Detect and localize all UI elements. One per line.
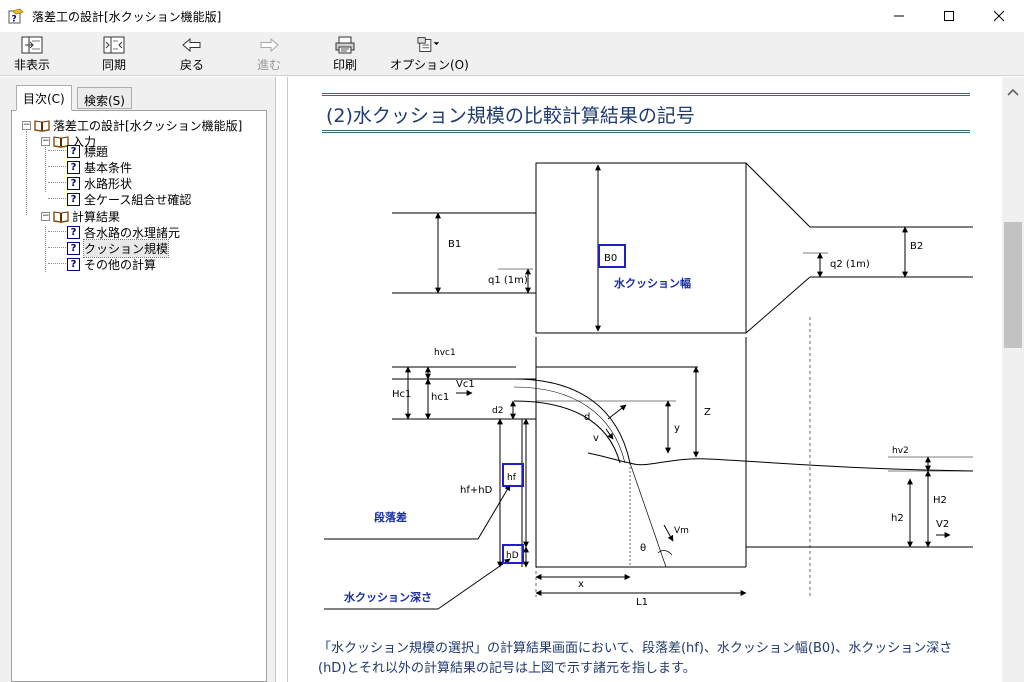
- hide-pane-icon: [20, 35, 44, 54]
- help-page-icon: ?: [67, 257, 80, 271]
- content-scrollbar[interactable]: [1002, 77, 1024, 682]
- open-book-icon: [34, 119, 50, 132]
- caption-cushion-depth: 水クッション深さ: [344, 590, 432, 604]
- content-pane: (2)水クッション規模の比較計算結果の記号 B1 B2 B: [287, 77, 1002, 682]
- heading-rule-top: [322, 93, 970, 96]
- options-menu-icon: [417, 35, 441, 54]
- hf-highlight-box: [502, 463, 524, 487]
- forward-arrow-icon: [257, 35, 281, 54]
- tree-node-root[interactable]: − 落差工の設計[水クッション機能版]: [22, 118, 243, 133]
- close-icon: [993, 10, 1005, 22]
- close-button[interactable]: [974, 0, 1024, 32]
- navigation-pane: 目次(C) 検索(S) − 落差工の設計[水クッション機能版] − 入力: [0, 77, 276, 682]
- label-d: d: [584, 412, 590, 423]
- label-H2: H2: [933, 495, 947, 506]
- collapse-icon[interactable]: −: [22, 119, 31, 130]
- help-page-icon: ?: [67, 176, 80, 190]
- tree-item-hydraulics[interactable]: ? 各水路の水理諸元: [67, 224, 180, 240]
- tree-item-title[interactable]: ? 標題: [67, 143, 108, 159]
- scroll-up-icon[interactable]: [1002, 87, 1024, 103]
- label-Vm: Vm: [674, 526, 689, 536]
- page-heading: (2)水クッション規模の比較計算結果の記号: [326, 105, 695, 127]
- help-page-icon: ?: [67, 160, 80, 174]
- tab-contents[interactable]: 目次(C): [16, 85, 72, 111]
- scroll-thumb[interactable]: [1004, 222, 1022, 348]
- minimize-button[interactable]: [874, 0, 924, 32]
- back-button[interactable]: 戻る: [180, 35, 204, 73]
- label-hvc1: hvc1: [434, 348, 456, 358]
- tree-item-channel-shape[interactable]: ? 水路形状: [67, 175, 132, 191]
- drop-structure-diagram: B1 B2 B0 q1 (1m) q2 (1m) 水クッション幅: [324, 162, 974, 610]
- section-view: [324, 317, 974, 610]
- label-v: v: [593, 433, 599, 444]
- label-hv2: hv2: [892, 446, 909, 456]
- label-b1: B1: [448, 239, 461, 250]
- label-q1: q1 (1m): [488, 275, 528, 286]
- hd-highlight-box: [502, 544, 524, 564]
- label-z: Z: [704, 407, 711, 418]
- help-page-icon: ?: [67, 225, 80, 239]
- help-app-icon: ?: [8, 8, 24, 25]
- window-title: 落差工の設計[水クッション機能版]: [32, 9, 222, 24]
- maximize-button[interactable]: [924, 0, 974, 32]
- label-b2: B2: [910, 241, 923, 252]
- open-book-icon: [53, 135, 69, 148]
- label-hf-hd: hf+hD: [460, 485, 493, 496]
- print-button[interactable]: 印刷: [333, 35, 357, 73]
- label-y: y: [674, 423, 680, 434]
- label-hc1: hc1: [431, 392, 449, 403]
- collapse-icon[interactable]: −: [41, 210, 50, 221]
- svg-text:?: ?: [12, 15, 17, 25]
- collapse-icon[interactable]: −: [41, 135, 50, 146]
- plan-view: [392, 162, 973, 334]
- open-book-icon: [53, 210, 69, 223]
- label-q2: q2 (1m): [830, 259, 870, 270]
- label-theta: θ: [640, 543, 646, 554]
- description-paragraph: 「水クッション規模の選択」の計算結果画面において、段落差(hf)、水クッション幅…: [318, 641, 953, 676]
- caption-drop-height: 段落差: [374, 510, 407, 524]
- hide-button[interactable]: 非表示: [14, 35, 50, 73]
- label-Hc1: Hc1: [392, 389, 411, 400]
- toolbar: 非表示 同期 戻る 進む 印刷 オプション(O): [0, 32, 1024, 76]
- label-L1: L1: [636, 597, 648, 608]
- contents-tree: − 落差工の設計[水クッション機能版] − 入力 ? 標題 ? 基本条件 ? 水…: [11, 110, 267, 682]
- heading-rule-bottom: [322, 130, 970, 133]
- sync-icon: [102, 35, 126, 54]
- printer-icon: [333, 35, 357, 54]
- label-V2: V2: [936, 519, 949, 530]
- tree-item-other-calcs[interactable]: ? その他の計算: [67, 256, 156, 272]
- help-page-icon: ?: [67, 144, 80, 158]
- sync-button[interactable]: 同期: [102, 35, 126, 73]
- tree-item-basic-conditions[interactable]: ? 基本条件: [67, 159, 132, 175]
- caption-cushion-width: 水クッション幅: [614, 276, 691, 290]
- label-hf: hf: [507, 473, 517, 483]
- tree-item-cushion-scale[interactable]: ? クッション規模: [67, 238, 170, 258]
- help-page-icon: ?: [67, 241, 80, 255]
- label-Vc1: Vc1: [456, 379, 475, 390]
- label-h2: h2: [891, 513, 904, 524]
- maximize-icon: [944, 11, 954, 21]
- b0-highlight-box: [598, 244, 626, 268]
- forward-button[interactable]: 進む: [257, 35, 281, 73]
- tab-search[interactable]: 検索(S): [77, 87, 132, 109]
- back-arrow-icon: [180, 35, 204, 54]
- options-button[interactable]: オプション(O): [390, 35, 469, 73]
- help-page-icon: ?: [67, 192, 80, 206]
- title-bar: ? 落差工の設計[水クッション機能版]: [0, 0, 1024, 32]
- label-b0: B0: [604, 253, 617, 264]
- label-d2: d2: [492, 406, 503, 416]
- label-hd: hD: [506, 551, 519, 561]
- tree-item-all-case-check[interactable]: ? 全ケース組合せ確認: [67, 191, 191, 207]
- tree-node-results[interactable]: − 計算結果: [41, 209, 121, 224]
- label-x: x: [578, 579, 584, 590]
- minimize-icon: [894, 15, 904, 17]
